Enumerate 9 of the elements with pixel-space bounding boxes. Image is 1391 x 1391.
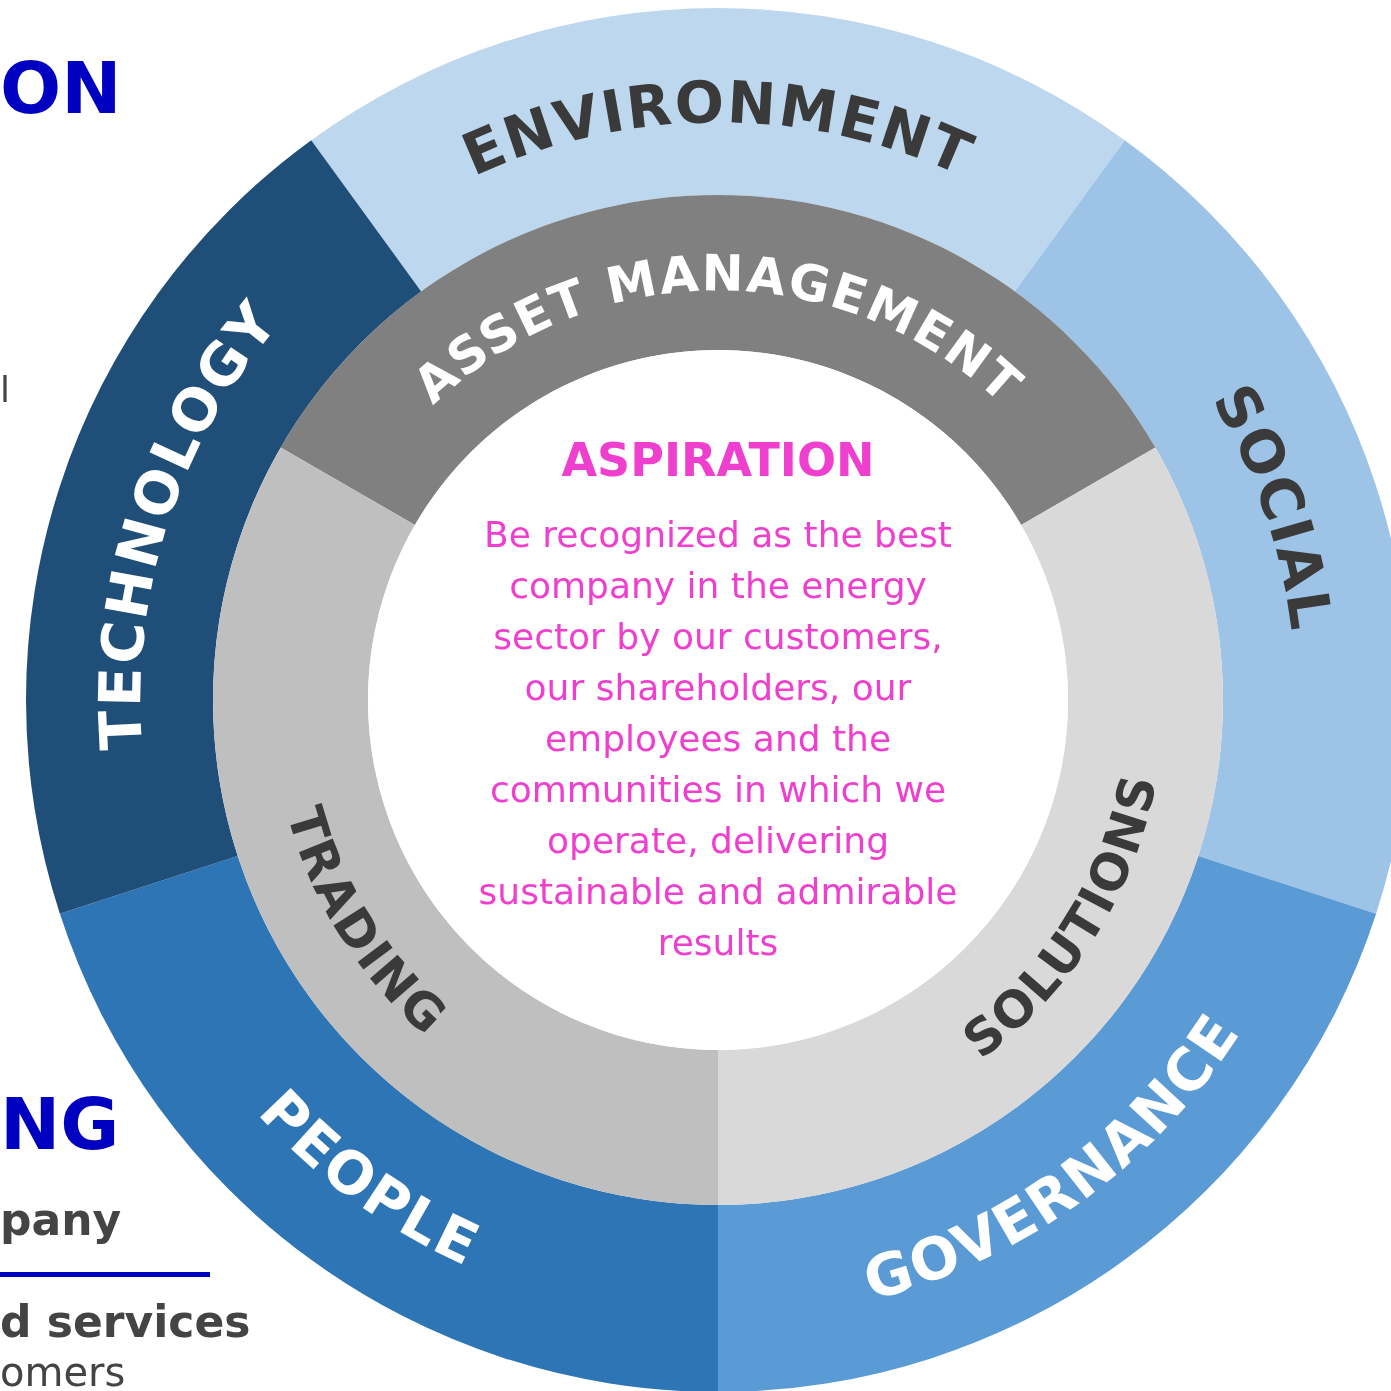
heading: ASPIRATION (561, 432, 875, 487)
segment-label: ENVIRONMENT (452, 67, 984, 190)
text: d services (0, 1300, 251, 1344)
text: l (0, 372, 10, 408)
text: pany (0, 1198, 122, 1242)
body-text: Be recognized as the best company in the energy sector by our customers, our shareholders, our employees and the communities in which we operate, delivering sustainable and admirable results (478, 512, 958, 965)
text: NG (0, 1088, 120, 1160)
text: ON (0, 52, 122, 124)
text: omers (0, 1352, 126, 1391)
